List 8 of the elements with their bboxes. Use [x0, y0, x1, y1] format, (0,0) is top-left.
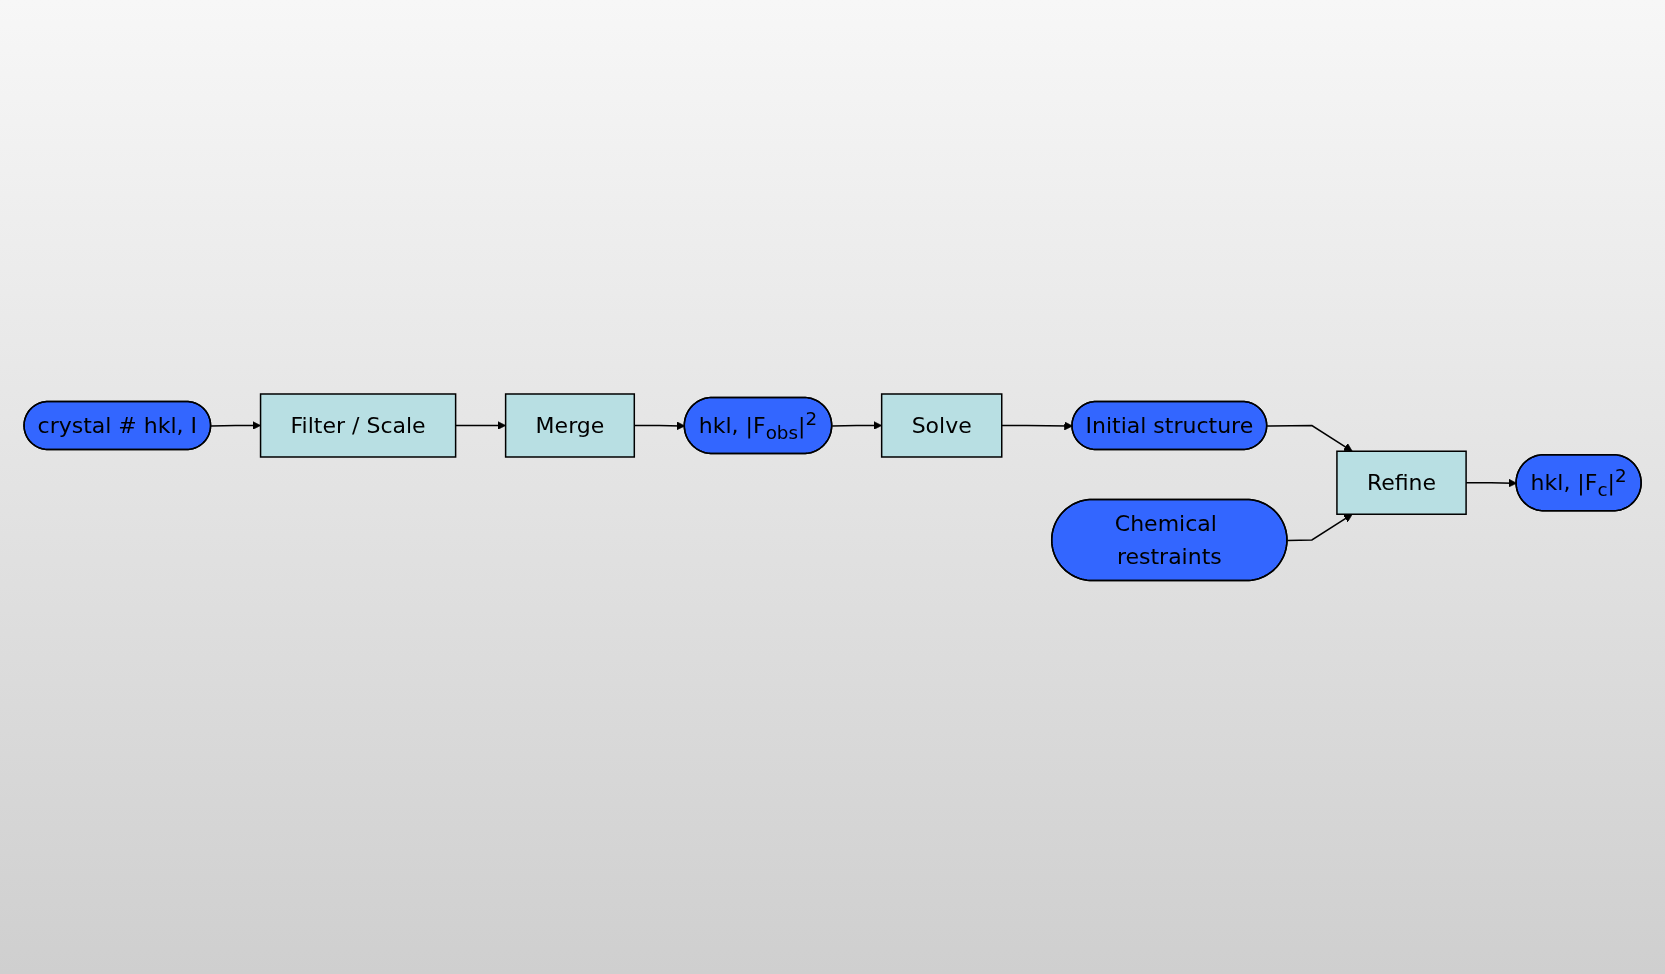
- node-box: Merge: [504, 393, 635, 458]
- node-box: Refine: [1336, 450, 1467, 515]
- arrow: [210, 420, 261, 430]
- node-box: Filter / Scale: [259, 393, 457, 458]
- arrow: [1266, 424, 1353, 452]
- arrow: [831, 420, 882, 430]
- arrow: [1286, 513, 1353, 541]
- node-box: Solve: [880, 393, 1003, 458]
